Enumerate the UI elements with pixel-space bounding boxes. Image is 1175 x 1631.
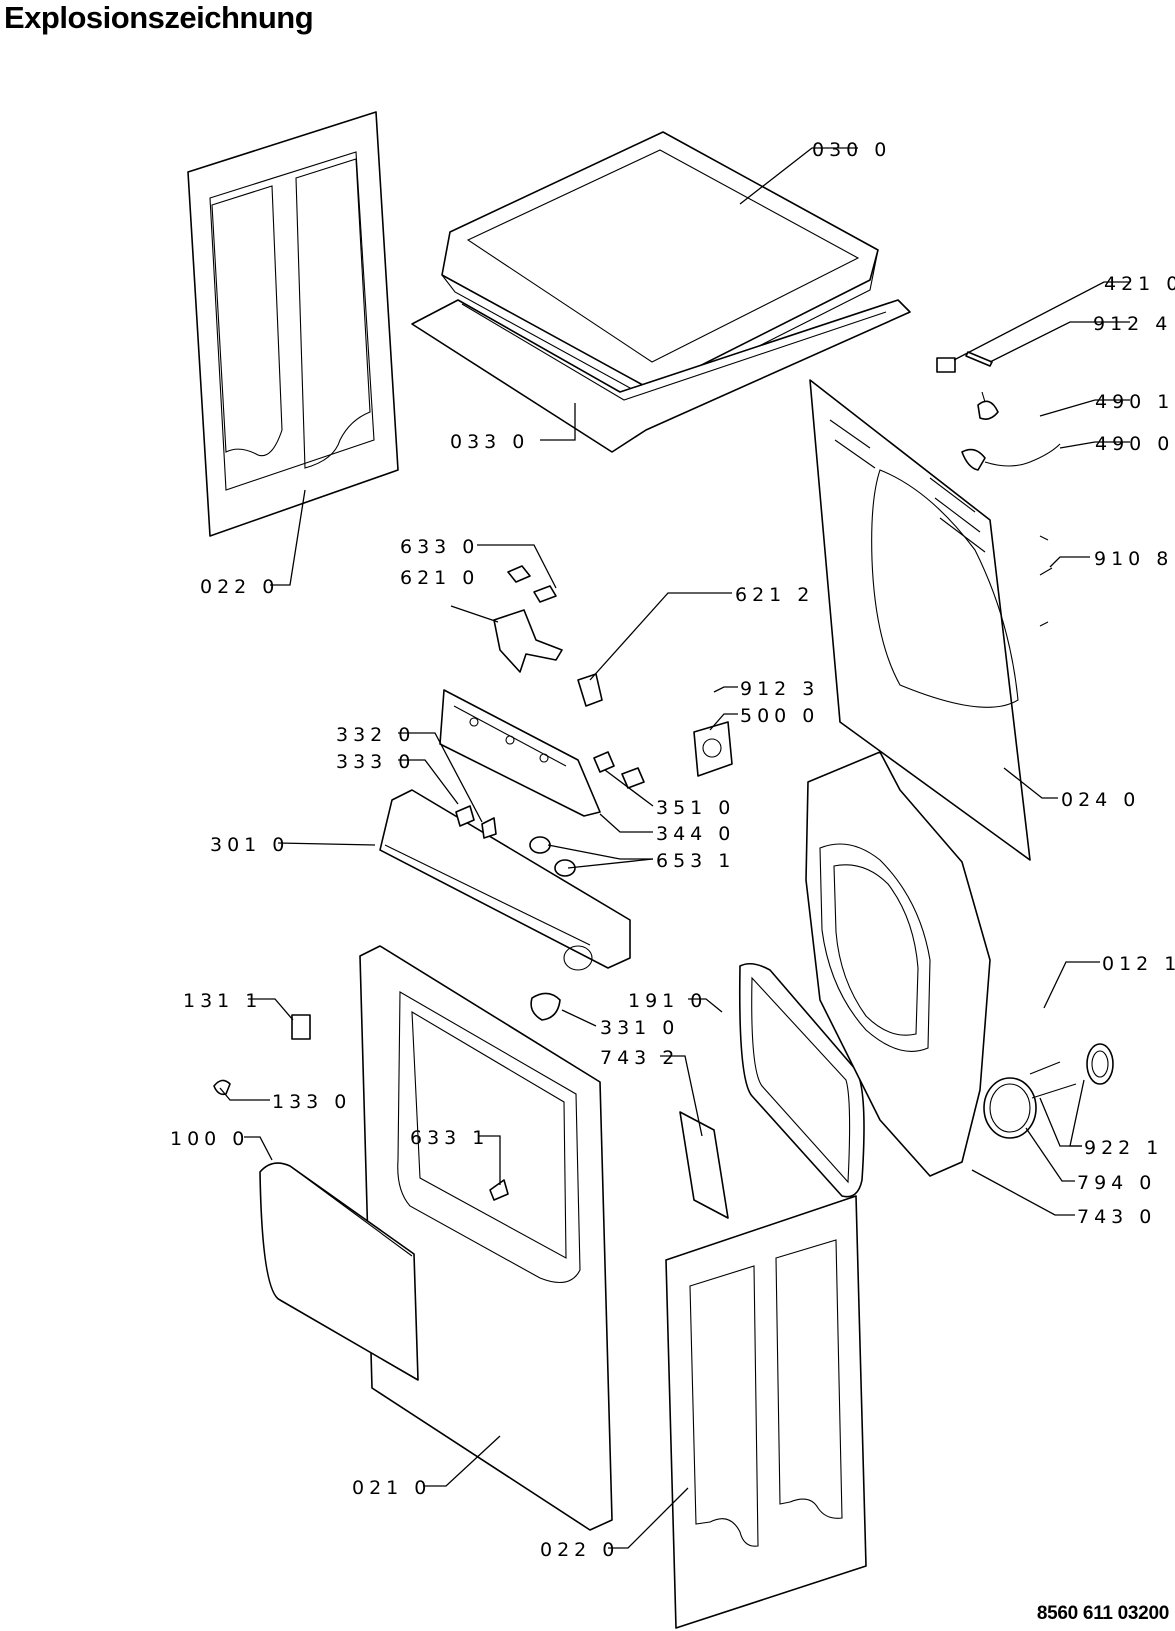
part-label-500: 500 0 — [740, 705, 819, 727]
top-plate — [411, 299, 911, 453]
switch-parts — [493, 565, 603, 707]
plug-parts — [936, 351, 1061, 471]
control-bracket — [439, 689, 601, 817]
part-label-794: 794 0 — [1077, 1172, 1156, 1194]
top-cover — [441, 131, 879, 401]
part-label-912-3: 912 3 — [740, 678, 819, 700]
part-label-022-bottom: 022 0 — [540, 1539, 619, 1561]
part-label-912-4: 912 4 — [1093, 313, 1172, 335]
drum-housing — [805, 751, 991, 1177]
part-label-621-0: 621 0 — [400, 567, 479, 589]
part-label-743-2: 743 2 — [600, 1047, 679, 1069]
front-panel — [359, 945, 613, 1531]
part-label-743-0: 743 0 — [1077, 1206, 1156, 1228]
part-label-191: 191 0 — [628, 990, 707, 1012]
part-label-131: 131 1 — [183, 990, 262, 1012]
filter-insert — [679, 1111, 729, 1219]
knobs — [529, 751, 645, 877]
part-label-021: 021 0 — [352, 1477, 431, 1499]
part-label-030: 030 0 — [812, 139, 891, 161]
part-label-653: 653 1 — [656, 850, 735, 872]
part-label-024: 024 0 — [1061, 789, 1140, 811]
part-label-012: 012 1 — [1102, 953, 1175, 975]
part-label-022-top: 022 0 — [200, 576, 279, 598]
door-seal — [738, 962, 865, 1198]
part-label-331: 331 0 — [600, 1017, 679, 1039]
programmer-unit — [693, 721, 733, 777]
side-panel-top-left — [187, 111, 399, 537]
part-label-333: 333 0 — [336, 751, 415, 773]
part-label-490-0: 490 0 — [1095, 433, 1174, 455]
ring-and-fan — [983, 1043, 1114, 1139]
document-number: 8560 611 03200 — [1036, 1603, 1169, 1624]
back-panel — [809, 379, 1031, 861]
side-panel-bottom-right — [665, 1195, 867, 1629]
part-label-332: 332 0 — [336, 724, 415, 746]
page-title: Explosionszeichnung — [4, 0, 314, 35]
part-label-133: 133 0 — [272, 1091, 351, 1113]
part-label-490-1: 490 1 — [1095, 391, 1174, 413]
part-label-301: 301 0 — [210, 834, 289, 856]
part-label-633-0: 633 0 — [400, 536, 479, 558]
part-label-344: 344 0 — [656, 823, 735, 845]
part-label-910: 910 8 — [1094, 548, 1173, 570]
part-label-621-2: 621 2 — [735, 584, 814, 606]
part-label-100: 100 0 — [170, 1128, 249, 1150]
part-label-033: 033 0 — [450, 431, 529, 453]
part-label-633-1: 633 1 — [410, 1127, 489, 1149]
part-label-421: 421 0 — [1104, 273, 1175, 295]
part-label-922: 922 1 — [1084, 1137, 1163, 1159]
leader-lines — [219, 147, 1130, 1549]
control-panel — [379, 789, 631, 971]
door-small-parts — [213, 992, 561, 1201]
part-labels: 030 0 421 0 912 4 490 1 490 0 033 0 022 … — [170, 139, 1175, 1561]
door — [259, 1162, 419, 1381]
screws — [1039, 535, 1053, 627]
part-label-351: 351 0 — [656, 797, 735, 819]
